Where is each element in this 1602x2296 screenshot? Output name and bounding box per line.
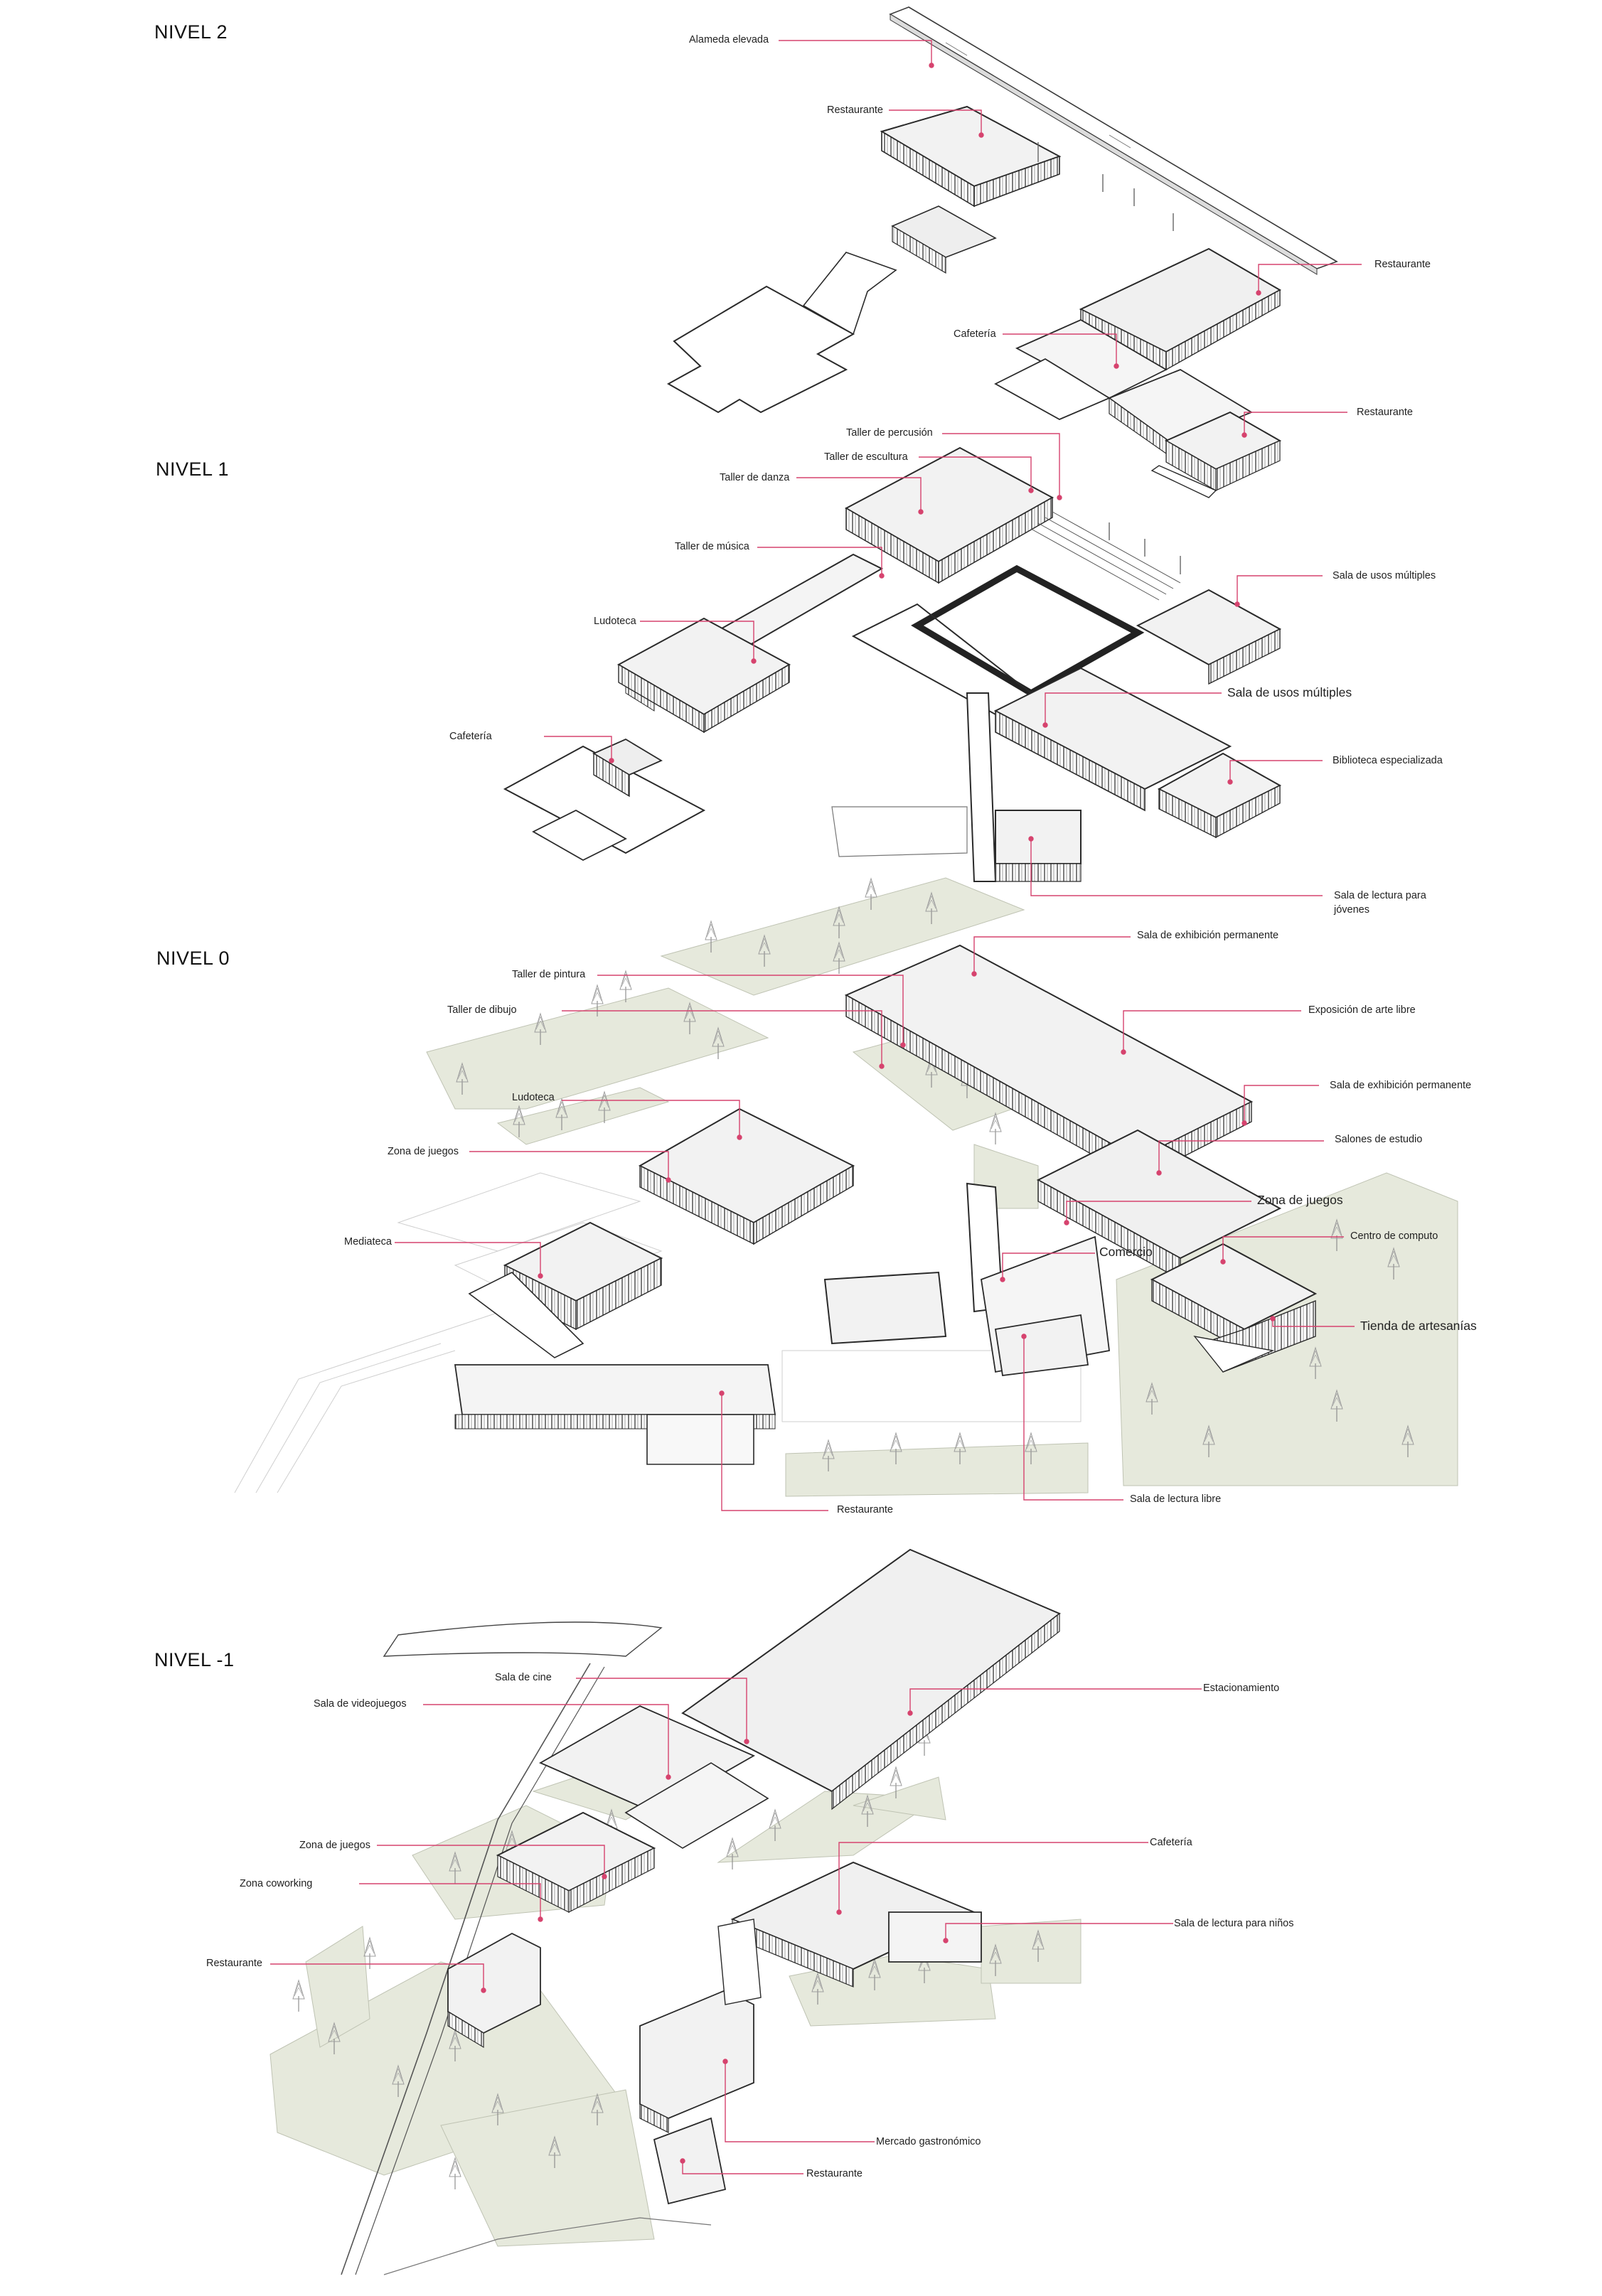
youth-reading-block [995, 810, 1082, 864]
label-taller-escultura: Taller de escultura [824, 451, 908, 463]
label-taller-pintura: Taller de pintura [512, 969, 586, 980]
label-restaurante-n2-a: Restaurante [827, 104, 883, 116]
label-exposicion-arte-libre: Exposición de arte libre [1308, 1004, 1416, 1016]
label-cafeteria-m1: Cafetería [1150, 1837, 1192, 1848]
label-alameda-elevada: Alameda elevada [689, 34, 769, 45]
level-minus-1-title: NIVEL -1 [154, 1649, 235, 1670]
label-mediateca: Mediateca [344, 1236, 392, 1248]
label-restaurante-n2-c: Restaurante [1357, 407, 1413, 418]
level-0-drawing [234, 877, 1458, 1497]
label-salones-estudio: Salones de estudio [1335, 1134, 1423, 1145]
label-taller-dibujo: Taller de dibujo [447, 1004, 517, 1016]
central-courtyard [911, 564, 1145, 697]
level-1-title: NIVEL 1 [156, 458, 230, 480]
label-sala-usos-multiples-a: Sala de usos múltiples [1333, 570, 1436, 581]
label-ludoteca-n0: Ludoteca [512, 1092, 555, 1103]
label-tienda-artesanias: Tienda de artesanías [1360, 1319, 1477, 1333]
label-sala-lectura-libre: Sala de lectura libre [1130, 1493, 1222, 1505]
label-mercado-gastronomico: Mercado gastronómico [876, 2136, 981, 2147]
label-taller-danza: Taller de danza [720, 472, 790, 483]
label-cafeteria-n2: Cafetería [954, 328, 996, 340]
label-restaurante-n2-b: Restaurante [1374, 259, 1431, 270]
green-plot-2 [426, 987, 769, 1110]
label-restaurante-m1-b: Restaurante [806, 2168, 863, 2179]
label-centro-computo: Centro de computo [1350, 1230, 1438, 1242]
label-biblioteca-especializada: Biblioteca especializada [1333, 755, 1443, 766]
green-plot-6 [785, 1442, 1089, 1497]
label-sala-exhibicion-a: Sala de exhibición permanente [1137, 930, 1279, 941]
label-sala-usos-multiples-b: Sala de usos múltiples [1227, 685, 1352, 699]
label-sala-videojuegos: Sala de videojuegos [314, 1698, 407, 1710]
level-2-drawing [666, 6, 1338, 498]
reading-block [823, 1271, 947, 1345]
kids-reading-block [888, 1911, 982, 1963]
label-taller-musica: Taller de música [675, 541, 749, 552]
level-2-title: NIVEL 2 [154, 21, 228, 43]
access-road [383, 1621, 663, 1657]
leader-lines [270, 40, 1362, 2174]
label-restaurante-m1-a: Restaurante [206, 1958, 262, 1969]
label-zona-coworking: Zona coworking [240, 1878, 313, 1889]
restaurant-block-m1b [653, 2117, 727, 2205]
label-zona-juegos-n0-b: Zona de juegos [388, 1146, 459, 1157]
level-1-drawing [503, 446, 1282, 882]
label-sala-lectura-jovenes-2: jóvenes [1334, 904, 1369, 916]
label-ludoteca-n1: Ludoteca [594, 616, 636, 627]
green-plot-1 [660, 877, 1025, 996]
label-estacionamiento: Estacionamiento [1203, 1683, 1280, 1694]
level-minus-1-drawing [269, 1548, 1082, 2275]
level-0-title: NIVEL 0 [156, 948, 230, 969]
label-restaurante-n0: Restaurante [837, 1504, 893, 1516]
market-block [639, 1990, 754, 2119]
label-taller-percusion: Taller de percusión [846, 427, 933, 439]
label-sala-exhibicion-b: Sala de exhibición permanente [1330, 1080, 1472, 1091]
ludoteca-block-0 [638, 1107, 855, 1224]
label-comercio: Comercio [1099, 1245, 1153, 1259]
restaurant-block-0 [454, 1364, 776, 1415]
label-sala-cine: Sala de cine [495, 1672, 552, 1683]
label-zona-juegos-n0-a: Zona de juegos [1257, 1193, 1343, 1207]
label-sala-lectura-jovenes-1: Sala de lectura para [1334, 890, 1426, 901]
label-cafeteria-n1: Cafetería [449, 731, 492, 742]
label-sala-lectura-ninos: Sala de lectura para niños [1174, 1918, 1294, 1929]
label-zona-juegos-m1: Zona de juegos [299, 1840, 370, 1851]
